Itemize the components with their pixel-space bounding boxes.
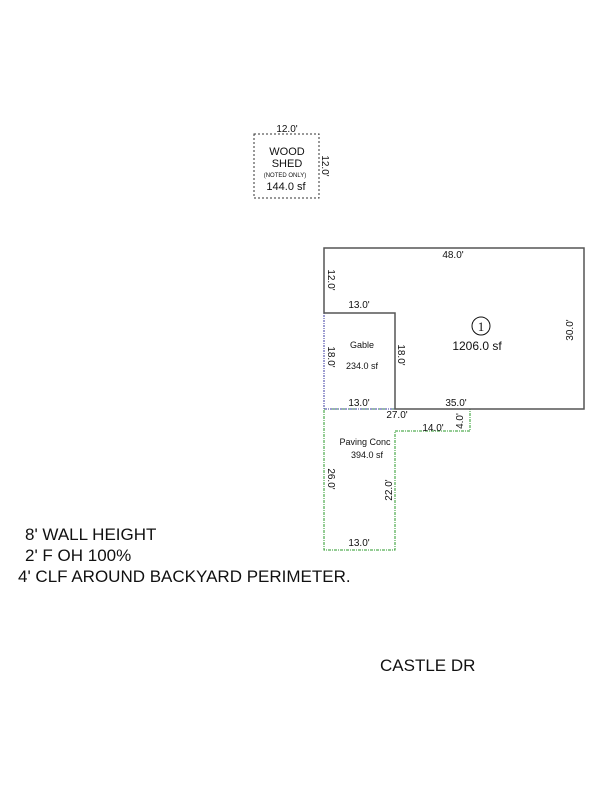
street-label: CASTLE DR [380, 656, 476, 675]
paving-top-dim: 27.0' [386, 410, 407, 421]
gable-right-dim: 18.0' [395, 344, 406, 365]
paving-bottom-dim: 13.0' [348, 538, 369, 549]
note-wall-height: 8' WALL HEIGHT [25, 525, 157, 544]
shed-top-dim: 12.0' [276, 124, 297, 135]
shed-note: (NOTED ONLY) [264, 173, 307, 179]
shed-name-2: SHED [272, 158, 303, 170]
paving-step-dim: 14.0' [422, 423, 443, 434]
main-right-dim: 30.0' [565, 319, 576, 340]
main-inner-top-dim: 13.0' [348, 300, 369, 311]
main-building-outline [323, 247, 585, 410]
paving-step-right-dim: 4.0' [455, 413, 466, 429]
main-bottom-dim: 35.0' [445, 398, 466, 409]
main-top-dim: 48.0' [442, 250, 463, 261]
gable-area: 234.0 sf [346, 361, 379, 371]
gable-name: Gable [350, 340, 374, 350]
shed-name-1: WOOD [269, 146, 304, 158]
main-area: 1206.0 sf [452, 339, 502, 353]
main-label-number: 1 [478, 319, 485, 334]
gable-left-dim: 18.0' [325, 346, 336, 367]
main-left-dim: 12.0' [325, 269, 336, 290]
shed-area: 144.0 sf [266, 181, 306, 193]
paving-right-dim: 22.0' [384, 479, 395, 500]
gable-bottom-dim: 13.0' [348, 398, 369, 409]
paving-outline [323, 408, 471, 551]
main-label-circle [471, 316, 491, 336]
shed-outline [253, 133, 320, 199]
paving-area: 394.0 sf [351, 450, 384, 460]
paving-name: Paving Conc [339, 437, 391, 447]
paving-left-dim: 26.0' [325, 468, 336, 489]
note-fence: 4' CLF AROUND BACKYARD PERIMETER. [18, 567, 351, 586]
shed-right-dim: 12.0' [319, 155, 330, 176]
note-overhang: 2' F OH 100% [25, 546, 132, 565]
